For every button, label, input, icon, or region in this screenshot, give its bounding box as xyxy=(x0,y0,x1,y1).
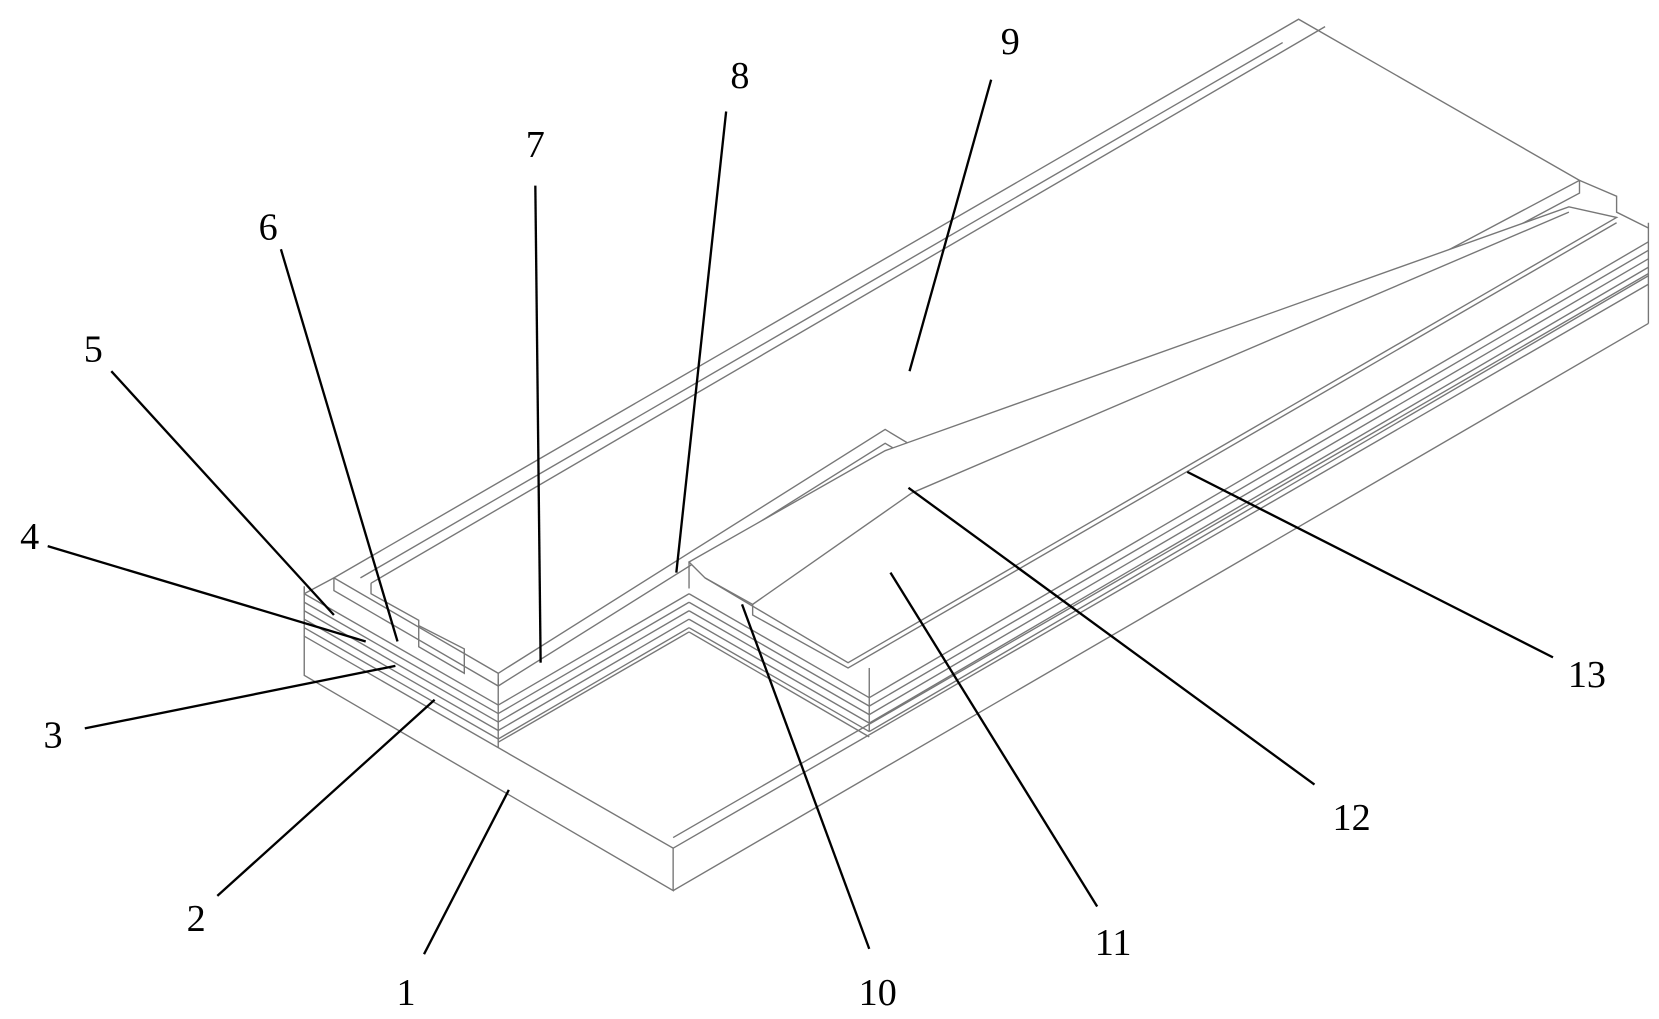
leader-line-4 xyxy=(48,546,366,641)
label-4: 4 xyxy=(20,516,39,558)
label-3: 3 xyxy=(43,714,62,756)
label-13: 13 xyxy=(1568,654,1606,696)
label-11: 11 xyxy=(1095,922,1132,964)
label-6: 6 xyxy=(259,207,278,249)
leader-line-13 xyxy=(1187,472,1553,658)
leader-line-5 xyxy=(111,371,334,615)
label-1: 1 xyxy=(396,972,415,1014)
label-12: 12 xyxy=(1333,797,1371,839)
label-2: 2 xyxy=(187,898,206,940)
leader-line-6 xyxy=(281,249,398,641)
leader-line-12 xyxy=(908,488,1314,785)
label-8: 8 xyxy=(730,55,749,97)
label-7: 7 xyxy=(526,124,545,166)
leader-line-11 xyxy=(890,573,1097,907)
label-5: 5 xyxy=(84,329,103,371)
label-10: 10 xyxy=(859,972,897,1014)
label-9: 9 xyxy=(1001,21,1020,63)
leader-line-2 xyxy=(217,700,434,896)
leader-line-1 xyxy=(424,790,509,954)
